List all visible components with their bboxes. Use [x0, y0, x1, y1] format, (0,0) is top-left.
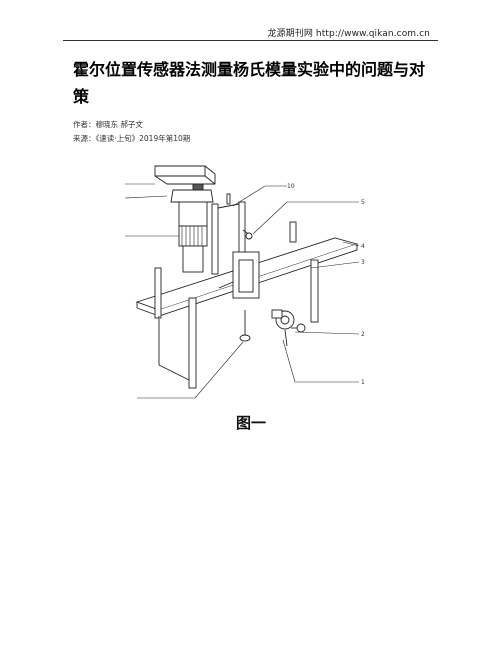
support-frame: [211, 193, 253, 275]
figure-caption: 图一: [235, 414, 266, 432]
apparatus-diagram: 10 5 4 3 2 1: [124, 165, 365, 399]
callout-lines: [124, 183, 360, 399]
posts: [154, 221, 319, 389]
article-title: 霍尔位置传感器法测量杨氏模量实验中的问题与对策: [73, 60, 426, 106]
site-header: 龙源期刊网 http://www.qikan.com.cn: [267, 29, 430, 39]
callout-label: 1: [361, 379, 365, 386]
callout-label: 2: [361, 331, 365, 338]
hall-sensor-bracket: [218, 251, 260, 299]
callout-label: 4: [361, 243, 365, 250]
callout-label: 10: [287, 183, 295, 190]
article-source: 来源：《速读·上旬》2019年第10期: [73, 134, 191, 143]
header-divider: [63, 40, 438, 41]
article-author: 作者：穆晓东 郝子文: [73, 120, 143, 129]
weight-hanger: [239, 310, 251, 342]
microscope: [154, 165, 216, 273]
callout-label: 3: [361, 259, 365, 266]
micrometer: [271, 309, 306, 347]
callout-label: 5: [361, 199, 365, 206]
